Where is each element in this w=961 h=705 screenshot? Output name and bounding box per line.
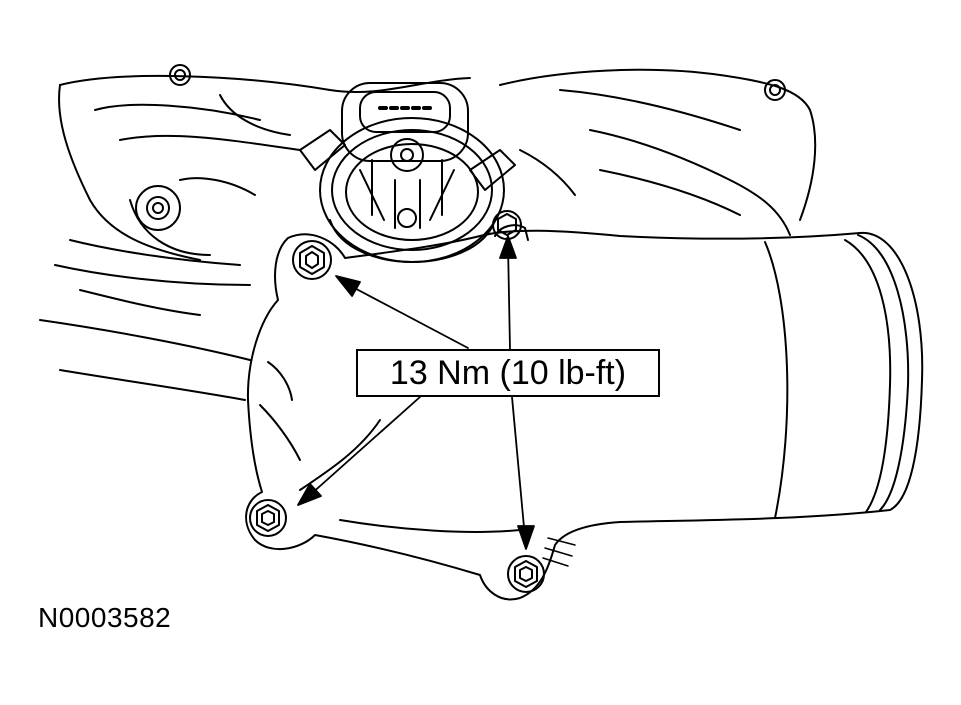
engine-background-outline	[39, 64, 817, 401]
arrowhead-lower-center	[517, 525, 535, 550]
arrowhead-lower-left	[297, 483, 322, 506]
bolt-upper-right	[492, 210, 522, 240]
leader-line-upper-left	[344, 282, 469, 349]
bolt-upper-left	[292, 240, 332, 280]
figure-id: N0003582	[38, 602, 172, 633]
torque-spec-callout: 13 Nm (10 lb-ft)	[356, 349, 660, 397]
bolt-lower-center	[507, 555, 545, 593]
egr-valve	[319, 82, 505, 263]
leader-line-lower-center	[511, 396, 526, 539]
elbow-housing	[245, 224, 924, 601]
leader-lines	[297, 235, 535, 550]
bolt-lower-left	[249, 499, 287, 537]
leader-line-lower-left	[309, 396, 421, 496]
torque-spec-label: 13 Nm (10 lb-ft)	[389, 353, 627, 392]
arrowhead-upper-left	[335, 275, 361, 297]
leader-line-upper-right	[507, 244, 511, 350]
arrowhead-upper-right	[499, 235, 517, 259]
